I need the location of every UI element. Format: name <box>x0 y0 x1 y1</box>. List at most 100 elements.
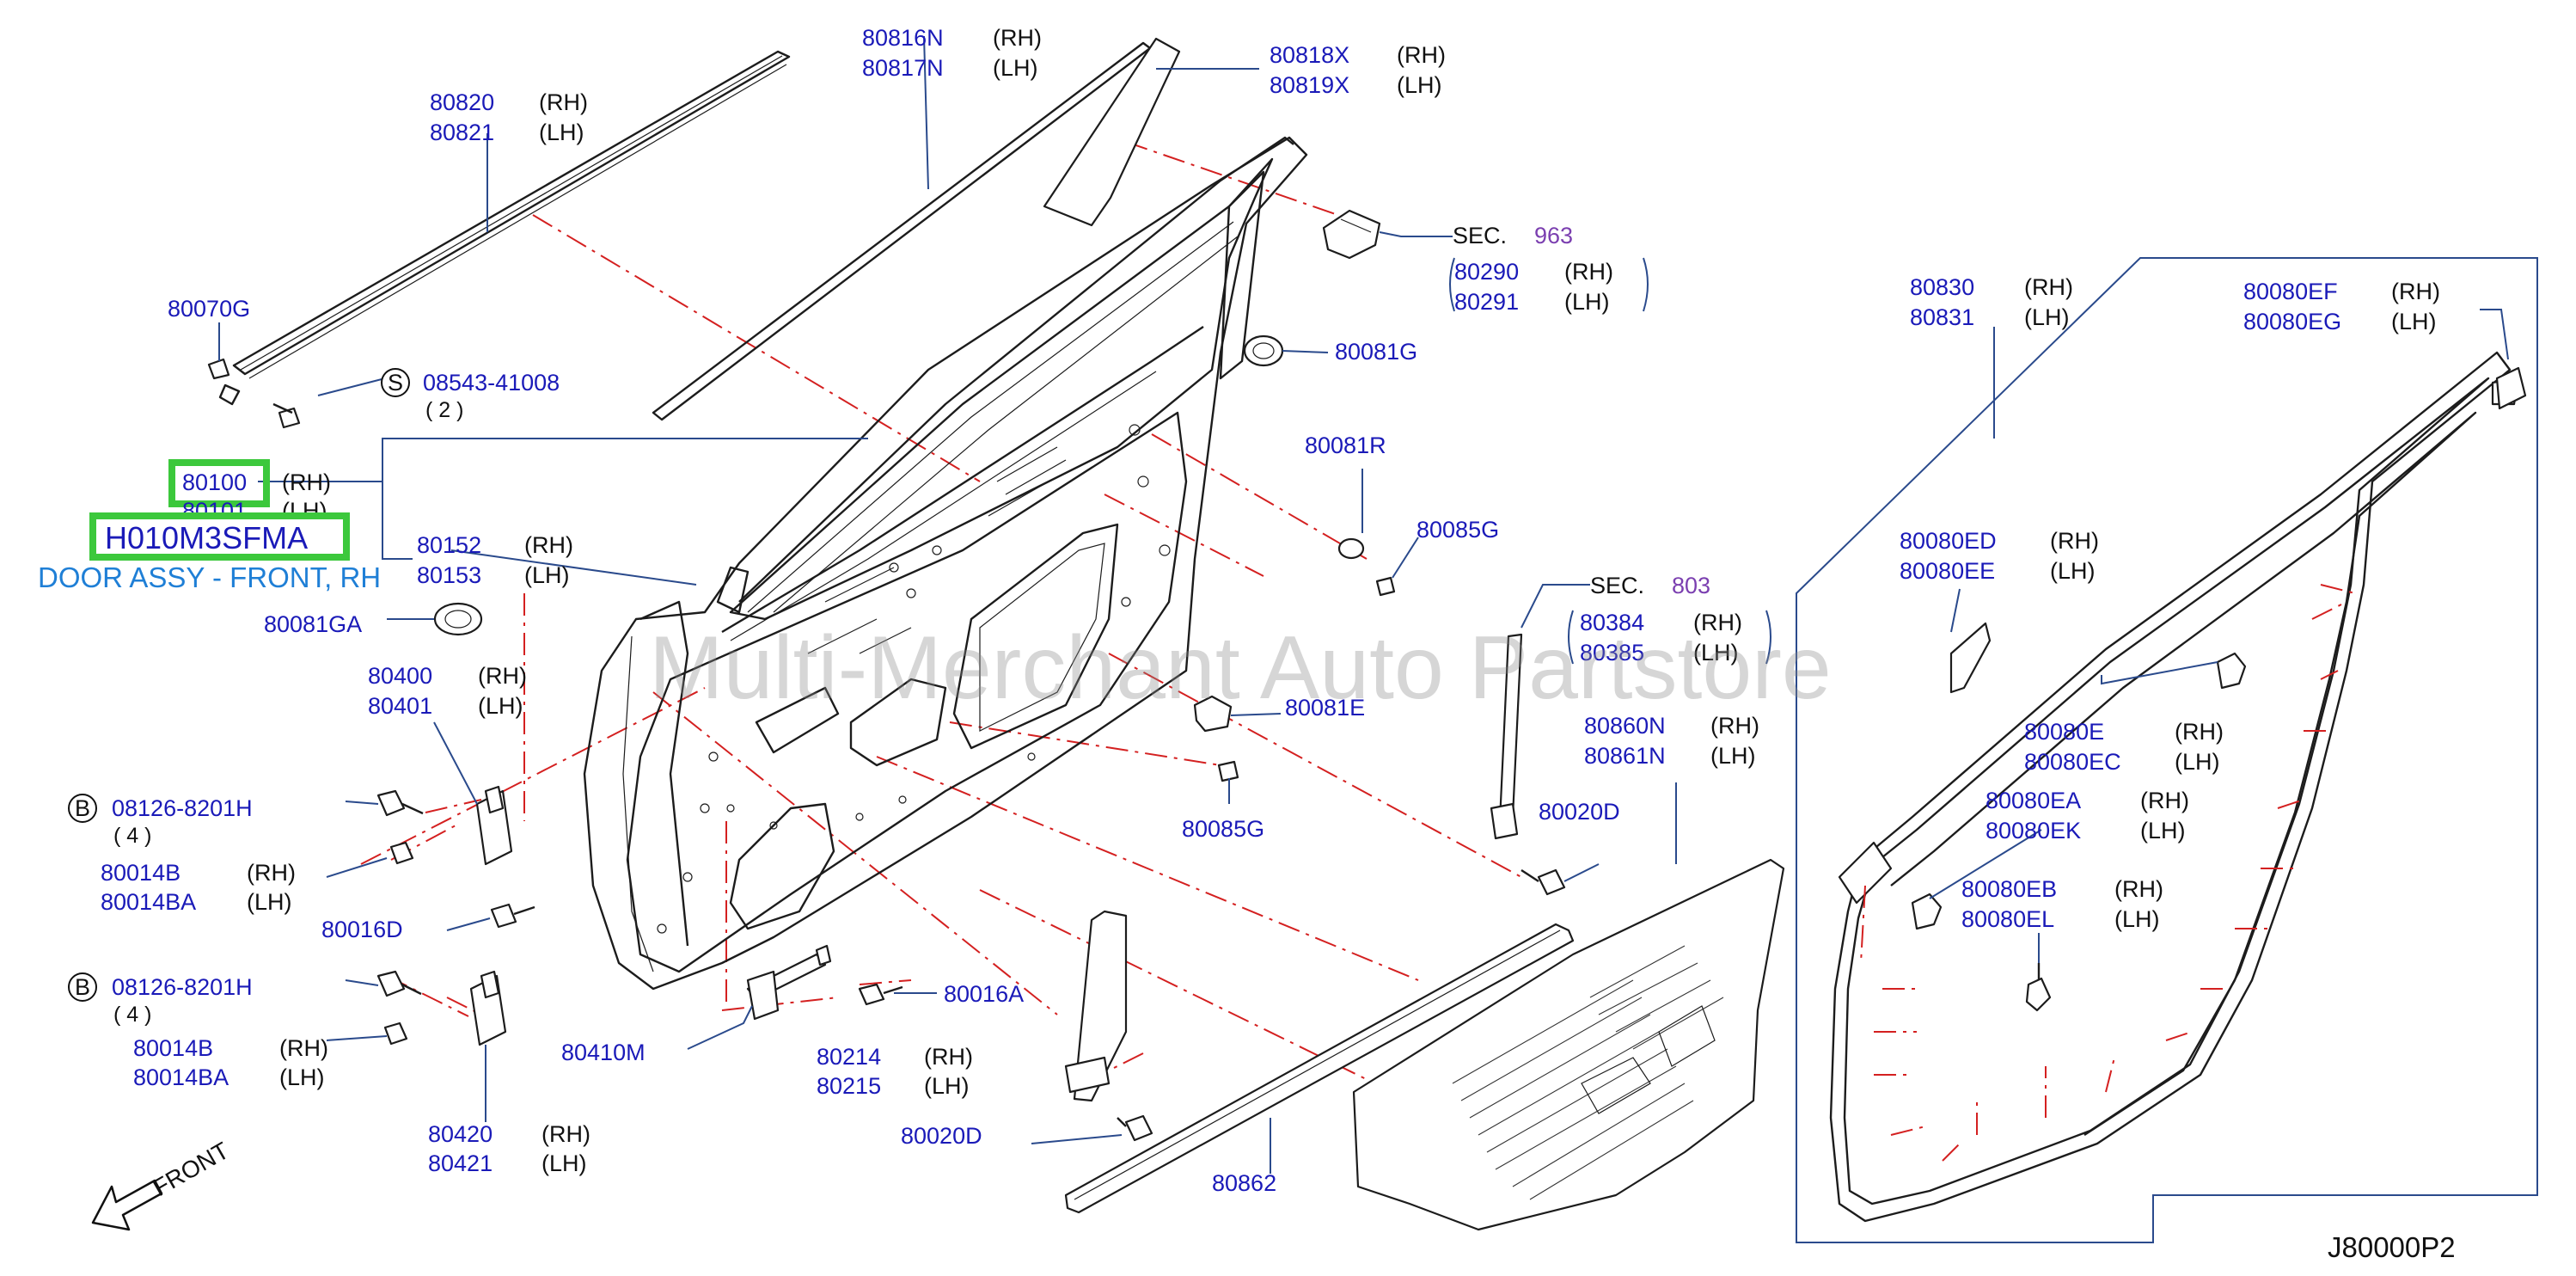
label-80081G[interactable]: 80081G <box>1335 339 1417 365</box>
svg-text:(LH): (LH) <box>1710 743 1756 769</box>
cap-80085G-upper <box>1375 576 1396 597</box>
label-80410M[interactable]: 80410M <box>561 1040 646 1065</box>
bracket-sec963 <box>1322 209 1381 260</box>
glass-run-80816N <box>652 41 1152 421</box>
label-80152[interactable]: 80152 <box>417 532 481 558</box>
svg-text:(RH): (RH) <box>524 532 573 558</box>
label-80080EL[interactable]: 80080EL <box>1961 906 2054 932</box>
svg-text:(RH): (RH) <box>2175 719 2224 745</box>
label-80014B-lower[interactable]: 80014B <box>133 1035 213 1061</box>
diagram-code: J80000P2 <box>2328 1231 2456 1263</box>
nut-80014B-upper <box>389 841 414 865</box>
label-80215[interactable]: 80215 <box>817 1073 881 1099</box>
part-labels: 80816N (RH) 80817N (LH) 80818X (RH) 8081… <box>38 25 2456 1263</box>
hinge-upper-80400 <box>475 785 513 866</box>
label-80291[interactable]: 80291 <box>1454 289 1519 315</box>
label-80020D-upper[interactable]: 80020D <box>1539 799 1620 825</box>
label-80080EG[interactable]: 80080EG <box>2243 309 2341 334</box>
label-80016A[interactable]: 80016A <box>944 981 1024 1007</box>
link-sec-963[interactable]: 963 <box>1534 223 1573 248</box>
leader-lines <box>218 35 2509 1174</box>
svg-text:( 4 ): ( 4 ) <box>113 824 151 848</box>
svg-text:(RH): (RH) <box>2050 528 2099 554</box>
label-08126-8201H-upper[interactable]: 08126-8201H <box>112 795 253 821</box>
lower-moulding-80862 <box>1064 923 1575 1214</box>
svg-text:(LH): (LH) <box>524 562 570 588</box>
label-80080EB[interactable]: 80080EB <box>1961 876 2057 902</box>
label-80081GA[interactable]: 80081GA <box>264 611 362 637</box>
label-80014BA-lower[interactable]: 80014BA <box>133 1064 229 1090</box>
label-80020D-lower[interactable]: 80020D <box>901 1123 982 1149</box>
svg-text:( 2 ): ( 2 ) <box>425 398 463 422</box>
sealing-screen-80860N <box>1352 858 1785 1231</box>
label-80821[interactable]: 80821 <box>430 120 494 145</box>
label-80085G-upper[interactable]: 80085G <box>1416 517 1499 543</box>
label-80400[interactable]: 80400 <box>368 663 432 689</box>
front-arrow: FRONT <box>91 1137 234 1231</box>
svg-text:(LH): (LH) <box>2114 906 2160 932</box>
bolt-80016A <box>858 983 903 1006</box>
label-80080EC[interactable]: 80080EC <box>2024 749 2121 775</box>
svg-text:(LH): (LH) <box>993 55 1038 81</box>
svg-text:B: B <box>75 974 90 1000</box>
label-80385[interactable]: 80385 <box>1580 640 1644 666</box>
label-80420[interactable]: 80420 <box>428 1121 493 1147</box>
label-80290[interactable]: 80290 <box>1454 259 1519 285</box>
svg-text:(LH): (LH) <box>2391 309 2437 334</box>
bolt-80020D-upper <box>1521 868 1566 896</box>
svg-text:(RH): (RH) <box>924 1044 973 1070</box>
link-sec-803[interactable]: 803 <box>1672 573 1710 598</box>
label-80100[interactable]: 80100 <box>182 469 247 495</box>
bolt-80016D <box>490 903 535 929</box>
label-80816N[interactable]: 80816N <box>862 25 944 51</box>
svg-text:(RH): (RH) <box>279 1035 328 1061</box>
label-80153[interactable]: 80153 <box>417 562 481 588</box>
label-80080EF[interactable]: 80080EF <box>2243 279 2338 304</box>
label-80080ED[interactable]: 80080ED <box>1900 528 1997 554</box>
label-80085G-lower[interactable]: 80085G <box>1182 816 1264 842</box>
clip-80081E <box>1193 695 1233 733</box>
label-80080EK[interactable]: 80080EK <box>1986 818 2081 844</box>
label-80862[interactable]: 80862 <box>1212 1170 1276 1196</box>
label-80860N[interactable]: 80860N <box>1584 713 1666 739</box>
channel-80214 <box>1064 910 1128 1102</box>
svg-text:(LH): (LH) <box>247 889 292 915</box>
label-80080EE[interactable]: 80080EE <box>1900 558 1995 584</box>
label-80070G[interactable]: 80070G <box>168 296 250 322</box>
svg-text:(LH): (LH) <box>1693 640 1739 666</box>
symbol-s-circle <box>381 368 410 397</box>
svg-text:(RH): (RH) <box>539 89 588 115</box>
label-80080EA[interactable]: 80080EA <box>1986 788 2081 813</box>
label-80830[interactable]: 80830 <box>1910 274 1974 300</box>
label-80421[interactable]: 80421 <box>428 1150 493 1176</box>
svg-text:SEC.: SEC. <box>1453 223 1507 248</box>
svg-text:(LH): (LH) <box>2175 749 2220 775</box>
label-80831[interactable]: 80831 <box>1910 304 1974 330</box>
label-80401[interactable]: 80401 <box>368 693 432 719</box>
label-80818X[interactable]: 80818X <box>1270 42 1349 68</box>
label-08126-8201H-lower[interactable]: 08126-8201H <box>112 974 253 1000</box>
label-80820[interactable]: 80820 <box>430 89 494 115</box>
svg-text:SEC.: SEC. <box>1590 573 1644 598</box>
svg-text:(RH): (RH) <box>247 860 296 886</box>
sash-rail-80384 <box>1490 633 1523 840</box>
label-80016D[interactable]: 80016D <box>321 917 403 942</box>
label-80817N[interactable]: 80817N <box>862 55 944 81</box>
label-80081R[interactable]: 80081R <box>1305 432 1386 458</box>
label-08543-41008[interactable]: 08543-41008 <box>423 370 560 396</box>
symbol-b-circle-lower <box>68 972 97 1002</box>
selected-sku[interactable]: H010M3SFMA <box>105 520 308 555</box>
svg-text:(RH): (RH) <box>2140 788 2189 813</box>
label-80214[interactable]: 80214 <box>817 1044 881 1070</box>
svg-text:(LH): (LH) <box>478 693 523 719</box>
label-80861N[interactable]: 80861N <box>1584 743 1666 769</box>
label-80014BA-upper[interactable]: 80014BA <box>101 889 196 915</box>
label-80081E[interactable]: 80081E <box>1285 695 1365 721</box>
label-80080E[interactable]: 80080E <box>2024 719 2104 745</box>
label-80819X[interactable]: 80819X <box>1270 72 1349 98</box>
plug-80081R <box>1337 537 1365 560</box>
inner-frame-80152 <box>716 136 1294 614</box>
label-80384[interactable]: 80384 <box>1580 610 1644 635</box>
label-80014B-upper[interactable]: 80014B <box>101 860 181 886</box>
